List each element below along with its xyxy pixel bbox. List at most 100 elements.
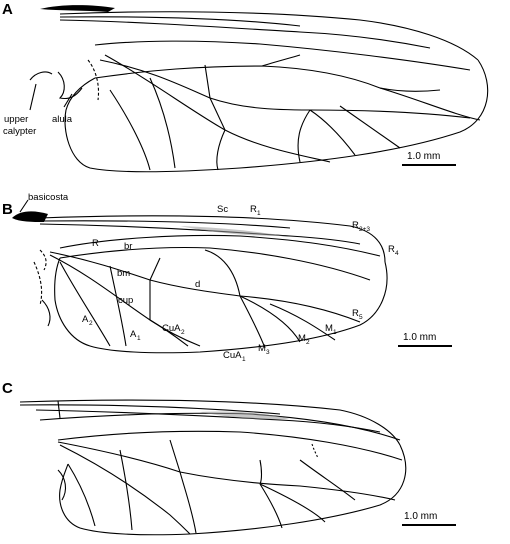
vein-label-r1-sub: 1 <box>257 210 261 217</box>
dashed-hinge-a <box>87 59 100 101</box>
vein-a-6 <box>216 129 226 171</box>
vein-c-3 <box>59 444 191 535</box>
cell-label-cua2-sub: 2 <box>181 329 185 336</box>
vein-label-r4-sub: 4 <box>395 250 399 257</box>
vein-b-2 <box>49 251 361 323</box>
vein-label-r23: R <box>352 220 359 231</box>
vein-b-12 <box>149 319 201 347</box>
alula-lobe-c <box>57 469 67 501</box>
wing-outline-b <box>54 257 388 354</box>
panel-b: B basicosta Sc R 1 R 2+3 R 4 R 5 R <box>2 192 452 363</box>
cell-label-a2: A <box>82 314 89 325</box>
cell-label-a2-sub: 2 <box>89 320 93 327</box>
vein-a-12 <box>261 54 301 67</box>
panel-b-label: B <box>2 201 13 218</box>
scale-bar-b-label: 1.0 mm <box>403 332 436 343</box>
vein-c-7 <box>259 483 283 529</box>
vein-b-4 <box>149 257 161 281</box>
vein-a-7 <box>297 109 311 163</box>
vein-b-3 <box>49 254 189 347</box>
vein-c-9 <box>299 459 356 501</box>
upper-calypter-label-2: calypter <box>3 126 36 137</box>
dashed-hinge-b-2 <box>39 249 47 271</box>
cell-label-a1: A <box>130 329 137 340</box>
vein-a-1 <box>94 65 481 121</box>
vein-a-5 <box>209 97 226 131</box>
vein-c-2 <box>57 441 396 501</box>
panel-a: A upper calypter alula <box>2 1 489 173</box>
costa-base-a <box>40 5 115 12</box>
scale-bar-a-label: 1.0 mm <box>407 151 440 162</box>
basicosta-label: basicosta <box>28 192 69 203</box>
vein-b-1 <box>59 246 371 281</box>
vein-b-8 <box>239 295 301 343</box>
cell-label-d: d <box>195 279 200 290</box>
vein-a-10 <box>149 77 176 169</box>
vein-c-1 <box>57 430 403 461</box>
cell-label-a1-sub: 1 <box>137 335 141 342</box>
vein-b-10 <box>109 265 127 347</box>
subcosta-c <box>19 404 281 415</box>
vein-c-6 <box>259 459 263 485</box>
vein-c-10 <box>119 449 133 531</box>
alula-label: alula <box>52 114 73 125</box>
vein-label-r5: R <box>352 308 359 319</box>
vein-c-8 <box>259 483 326 523</box>
upper-calypter-lobe <box>29 71 53 81</box>
subcosta-a <box>59 16 301 27</box>
vein-label-r23-sub: 2+3 <box>359 226 370 233</box>
cell-label-bm: bm <box>117 268 130 279</box>
vein-label-sc: Sc <box>217 204 228 215</box>
vein-a-8 <box>309 109 356 156</box>
crossvein-c <box>311 443 319 459</box>
vein-b-11 <box>59 261 111 347</box>
panel-c: C 1.0 mm <box>2 380 456 536</box>
radius1-a <box>59 19 431 49</box>
vein-label-cua1-sub: 1 <box>242 356 246 363</box>
vein-label-m1: M <box>325 323 333 334</box>
wing-outline-a <box>64 59 489 173</box>
alula-lobe <box>57 71 83 100</box>
radius-b <box>59 234 381 257</box>
vein-c-5 <box>179 471 197 534</box>
vein-label-r5-sub: 5 <box>359 314 363 321</box>
vein-b-6 <box>204 249 241 297</box>
vein-label-r4: R <box>388 244 395 255</box>
cell-label-cua2: CuA <box>162 323 181 334</box>
stigma-b <box>180 226 285 236</box>
vein-b-7 <box>239 295 266 349</box>
vein-label-m1-sub: 1 <box>333 329 337 336</box>
radius-a <box>94 40 471 71</box>
vein-label-r: R <box>92 238 99 249</box>
vein-a-2 <box>99 59 471 119</box>
cell-label-br: br <box>124 241 132 252</box>
vein-label-m3-sub: 3 <box>266 349 270 356</box>
vein-a-9 <box>339 105 401 149</box>
wing-outline-c <box>59 444 407 536</box>
scale-bar-c-label: 1.0 mm <box>404 511 437 522</box>
vein-a-4 <box>204 64 211 99</box>
panel-c-label: C <box>2 380 13 397</box>
basicosta-pointer <box>19 199 29 213</box>
vein-b-9 <box>269 303 336 341</box>
costa-b <box>39 215 386 263</box>
costa-base-b <box>12 211 48 222</box>
panel-a-label: A <box>2 1 13 18</box>
vein-label-cua1: CuA <box>223 350 242 361</box>
vein-a-11 <box>109 89 151 171</box>
vein-a-3 <box>104 54 331 163</box>
vein-c-4 <box>169 439 181 473</box>
dashed-hinge-b <box>33 261 43 306</box>
alula-pointer <box>63 93 73 108</box>
alula-lobe-b <box>41 299 51 327</box>
vein-c-11 <box>67 463 96 527</box>
vein-label-m3: M <box>258 343 266 354</box>
costa-a <box>59 11 479 61</box>
vein-label-m2-sub: 2 <box>306 339 310 346</box>
subcosta-b <box>39 220 291 229</box>
vein-label-r1: R <box>250 204 257 215</box>
upper-calypter-label-1: upper <box>4 114 28 125</box>
costa-c <box>19 399 401 446</box>
humeral-c <box>57 400 61 419</box>
